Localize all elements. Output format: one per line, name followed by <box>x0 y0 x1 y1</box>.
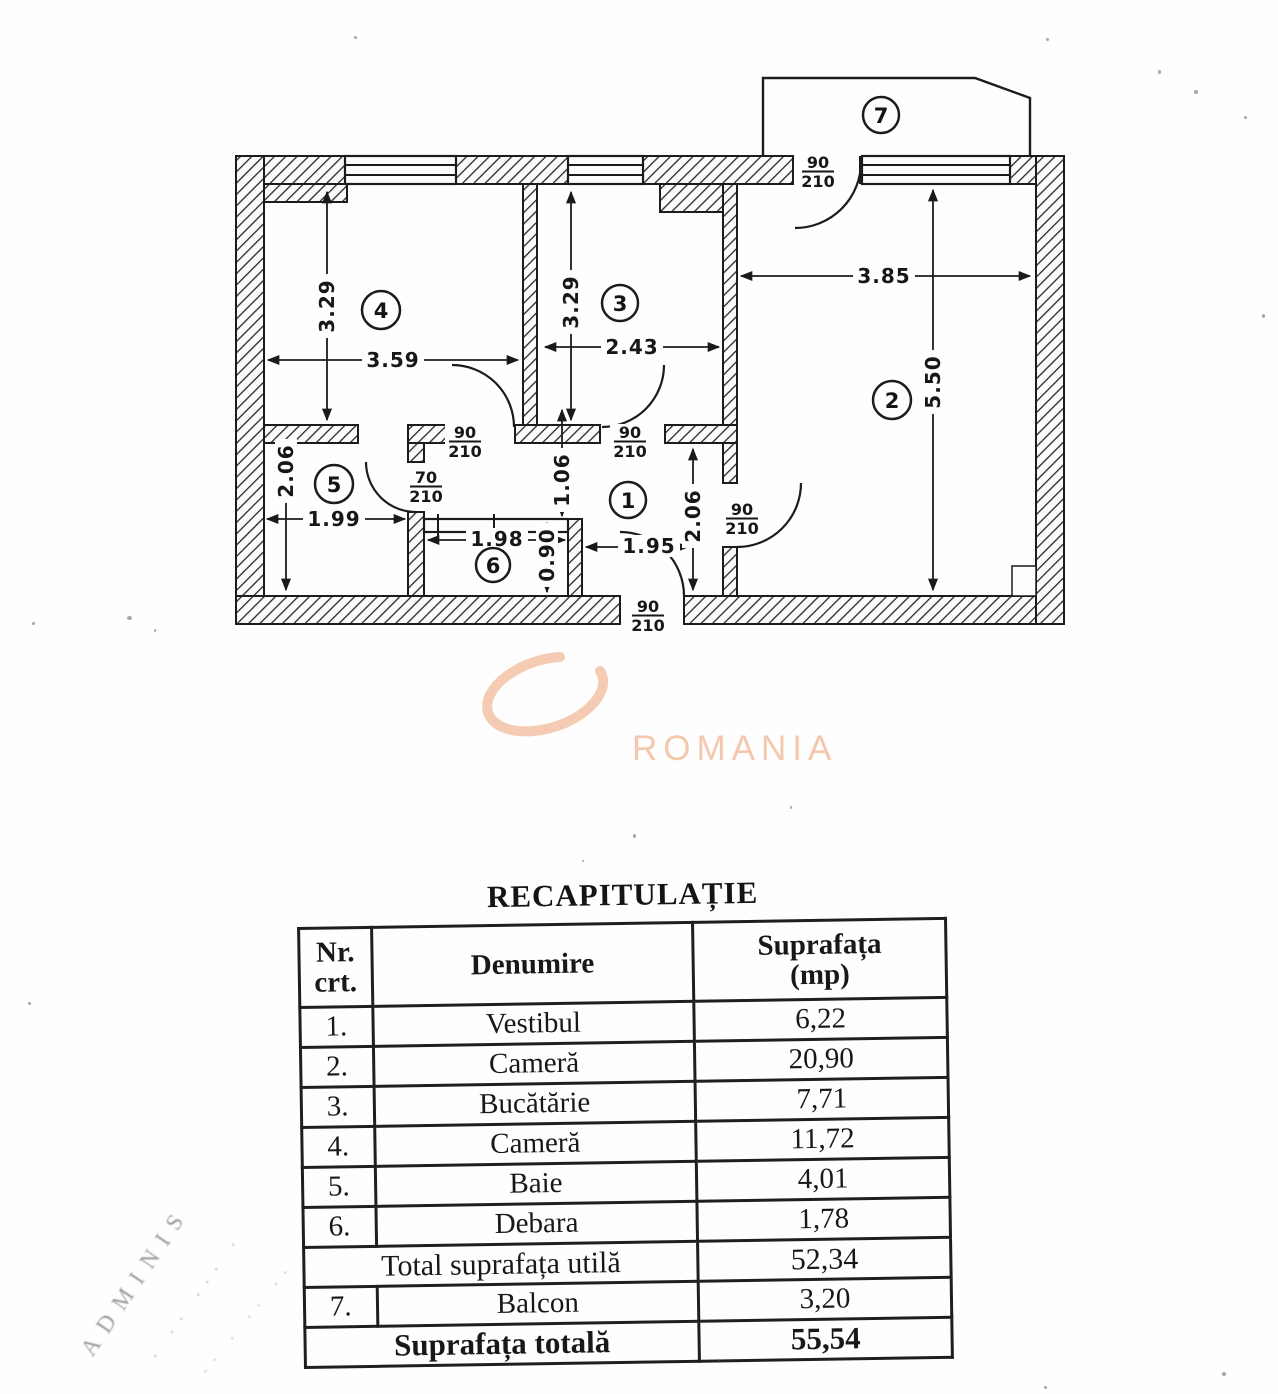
cell-nr: 2. <box>300 1046 374 1088</box>
cell-suprafata: 20,90 <box>694 1037 948 1082</box>
header-suprafata: Suprafața (mp) <box>692 918 947 1002</box>
total-util-value: 52,34 <box>697 1237 952 1282</box>
room-circle-3: 3 <box>600 283 640 323</box>
svg-text:4: 4 <box>374 299 389 323</box>
cell-suprafata: 11,72 <box>695 1117 950 1162</box>
dim-room2-width: 3.85 <box>857 264 910 288</box>
dim-room3-height: 3.29 <box>559 275 583 328</box>
cell-denumire: Vestibul <box>372 1001 695 1047</box>
grand-total-value: 55,54 <box>698 1317 953 1362</box>
header-denumire: Denumire <box>371 922 694 1007</box>
balcony-outline <box>761 76 1032 156</box>
svg-text:90: 90 <box>454 423 476 442</box>
cell-suprafata: 4,01 <box>696 1157 950 1202</box>
svg-text:210: 210 <box>409 487 442 506</box>
svg-text:90: 90 <box>637 597 659 616</box>
cell-nr: 1. <box>299 1006 373 1048</box>
door-label-room2: 90 210 <box>723 500 763 538</box>
room-circle-5: 5 <box>313 463 355 505</box>
cell-nr: 4. <box>301 1126 375 1168</box>
svg-text:210: 210 <box>631 616 664 635</box>
svg-text:5: 5 <box>327 473 342 497</box>
room2-door-arc <box>736 482 803 549</box>
svg-text:70: 70 <box>415 468 437 487</box>
cell-suprafata: 3,20 <box>698 1277 952 1322</box>
dim-vestibule-upper: 1.06 <box>550 453 574 506</box>
svg-text:3: 3 <box>613 292 628 316</box>
svg-text:210: 210 <box>801 172 834 191</box>
header-nr-line2: crt. <box>314 966 358 999</box>
cell-denumire: Balcon <box>376 1281 699 1327</box>
dim-room3-width: 2.43 <box>605 335 658 359</box>
dimension-labels: 3.29 3.59 3.29 2.43 3.85 5.50 2.06 1.99 … <box>274 264 945 587</box>
watermark-swoosh-icon <box>482 652 609 737</box>
recap-title: RECAPITULAȚIE <box>486 874 759 915</box>
windows <box>343 154 1012 186</box>
wall-notch <box>1011 565 1037 597</box>
cell-denumire: Debara <box>375 1201 698 1247</box>
svg-text:90: 90 <box>619 423 641 442</box>
watermark-romania-text: ROMANIA <box>632 729 838 768</box>
dim-vestibule-width: 1.95 <box>622 534 675 558</box>
svg-text:210: 210 <box>448 442 481 461</box>
room-circle-7: 7 <box>861 95 901 135</box>
room-circle-4: 4 <box>360 289 402 331</box>
dim-room2-height: 5.50 <box>921 355 945 408</box>
svg-text:7: 7 <box>874 104 889 128</box>
dim-room6-height: 0.90 <box>535 528 559 581</box>
svg-text:210: 210 <box>613 442 646 461</box>
recap-section: RECAPITULAȚIE Nr. crt. Denumire Suprafaț… <box>296 872 956 1369</box>
cell-nr: 3. <box>301 1086 375 1128</box>
room3-door-arc <box>601 364 666 429</box>
recap-table: Nr. crt. Denumire Suprafața (mp) 1. Vest… <box>297 917 954 1369</box>
svg-text:210: 210 <box>725 519 758 538</box>
room-circle-2: 2 <box>871 379 913 421</box>
room5-door-arc <box>364 461 417 514</box>
door-label-room3: 90 210 <box>610 423 650 461</box>
cell-suprafata: 6,22 <box>693 997 948 1042</box>
svg-text:1: 1 <box>621 489 636 513</box>
dim-room6-width: 1.98 <box>470 527 523 551</box>
dimension-lines <box>265 188 1032 594</box>
cell-nr: 5. <box>302 1166 376 1208</box>
grand-total-label: Suprafața totală <box>304 1321 700 1368</box>
header-suprafata-line2: (mp) <box>789 958 850 992</box>
balcony-door-arc <box>794 161 863 230</box>
dim-room4-height: 3.29 <box>315 279 339 332</box>
floor-plan-drawing: 3.29 3.59 3.29 2.43 3.85 5.50 2.06 1.99 … <box>235 76 1065 737</box>
window-room4 <box>343 154 458 186</box>
header-nr-line1: Nr. <box>315 936 355 969</box>
door-label-balcony: 90 210 <box>799 153 837 191</box>
recap-header-row: Nr. crt. Denumire Suprafața (mp) <box>298 918 947 1008</box>
svg-text:90: 90 <box>807 153 829 172</box>
window-room3 <box>566 154 645 186</box>
dim-room5-width: 1.99 <box>307 507 360 531</box>
door-label-entrance: 90 210 <box>629 597 667 635</box>
cell-denumire: Bucătărie <box>373 1081 696 1127</box>
cell-nr: 6. <box>302 1206 377 1248</box>
room-circle-1: 1 <box>608 480 648 520</box>
svg-text:90: 90 <box>731 500 753 519</box>
svg-text:2: 2 <box>885 389 900 413</box>
cell-denumire: Baie <box>374 1161 698 1207</box>
cell-denumire: Cameră <box>372 1041 696 1087</box>
cell-suprafata: 1,78 <box>697 1197 951 1242</box>
room-circle-6: 6 <box>474 546 512 584</box>
svg-text:6: 6 <box>486 554 501 578</box>
cell-nr: 7. <box>304 1286 378 1328</box>
door-size-labels: 90 210 90 210 90 210 70 210 <box>406 153 837 635</box>
cell-denumire: Cameră <box>374 1121 697 1167</box>
room-numbers: 1 2 3 4 5 6 7 <box>313 95 913 584</box>
dim-vestibule-right: 2.06 <box>681 489 705 542</box>
room4-door-arc <box>451 363 516 428</box>
dim-room5-height: 2.06 <box>274 444 298 497</box>
header-suprafata-line1: Suprafața <box>757 927 882 962</box>
door-label-room5: 70 210 <box>406 468 448 506</box>
header-nr: Nr. crt. <box>298 927 373 1008</box>
cell-suprafata: 7,71 <box>695 1077 949 1122</box>
total-util-label: Total suprafața utilă <box>303 1241 699 1288</box>
dim-room4-width: 3.59 <box>366 348 419 372</box>
window-room2-balcony <box>860 154 1012 186</box>
door-label-room4: 90 210 <box>445 423 485 461</box>
